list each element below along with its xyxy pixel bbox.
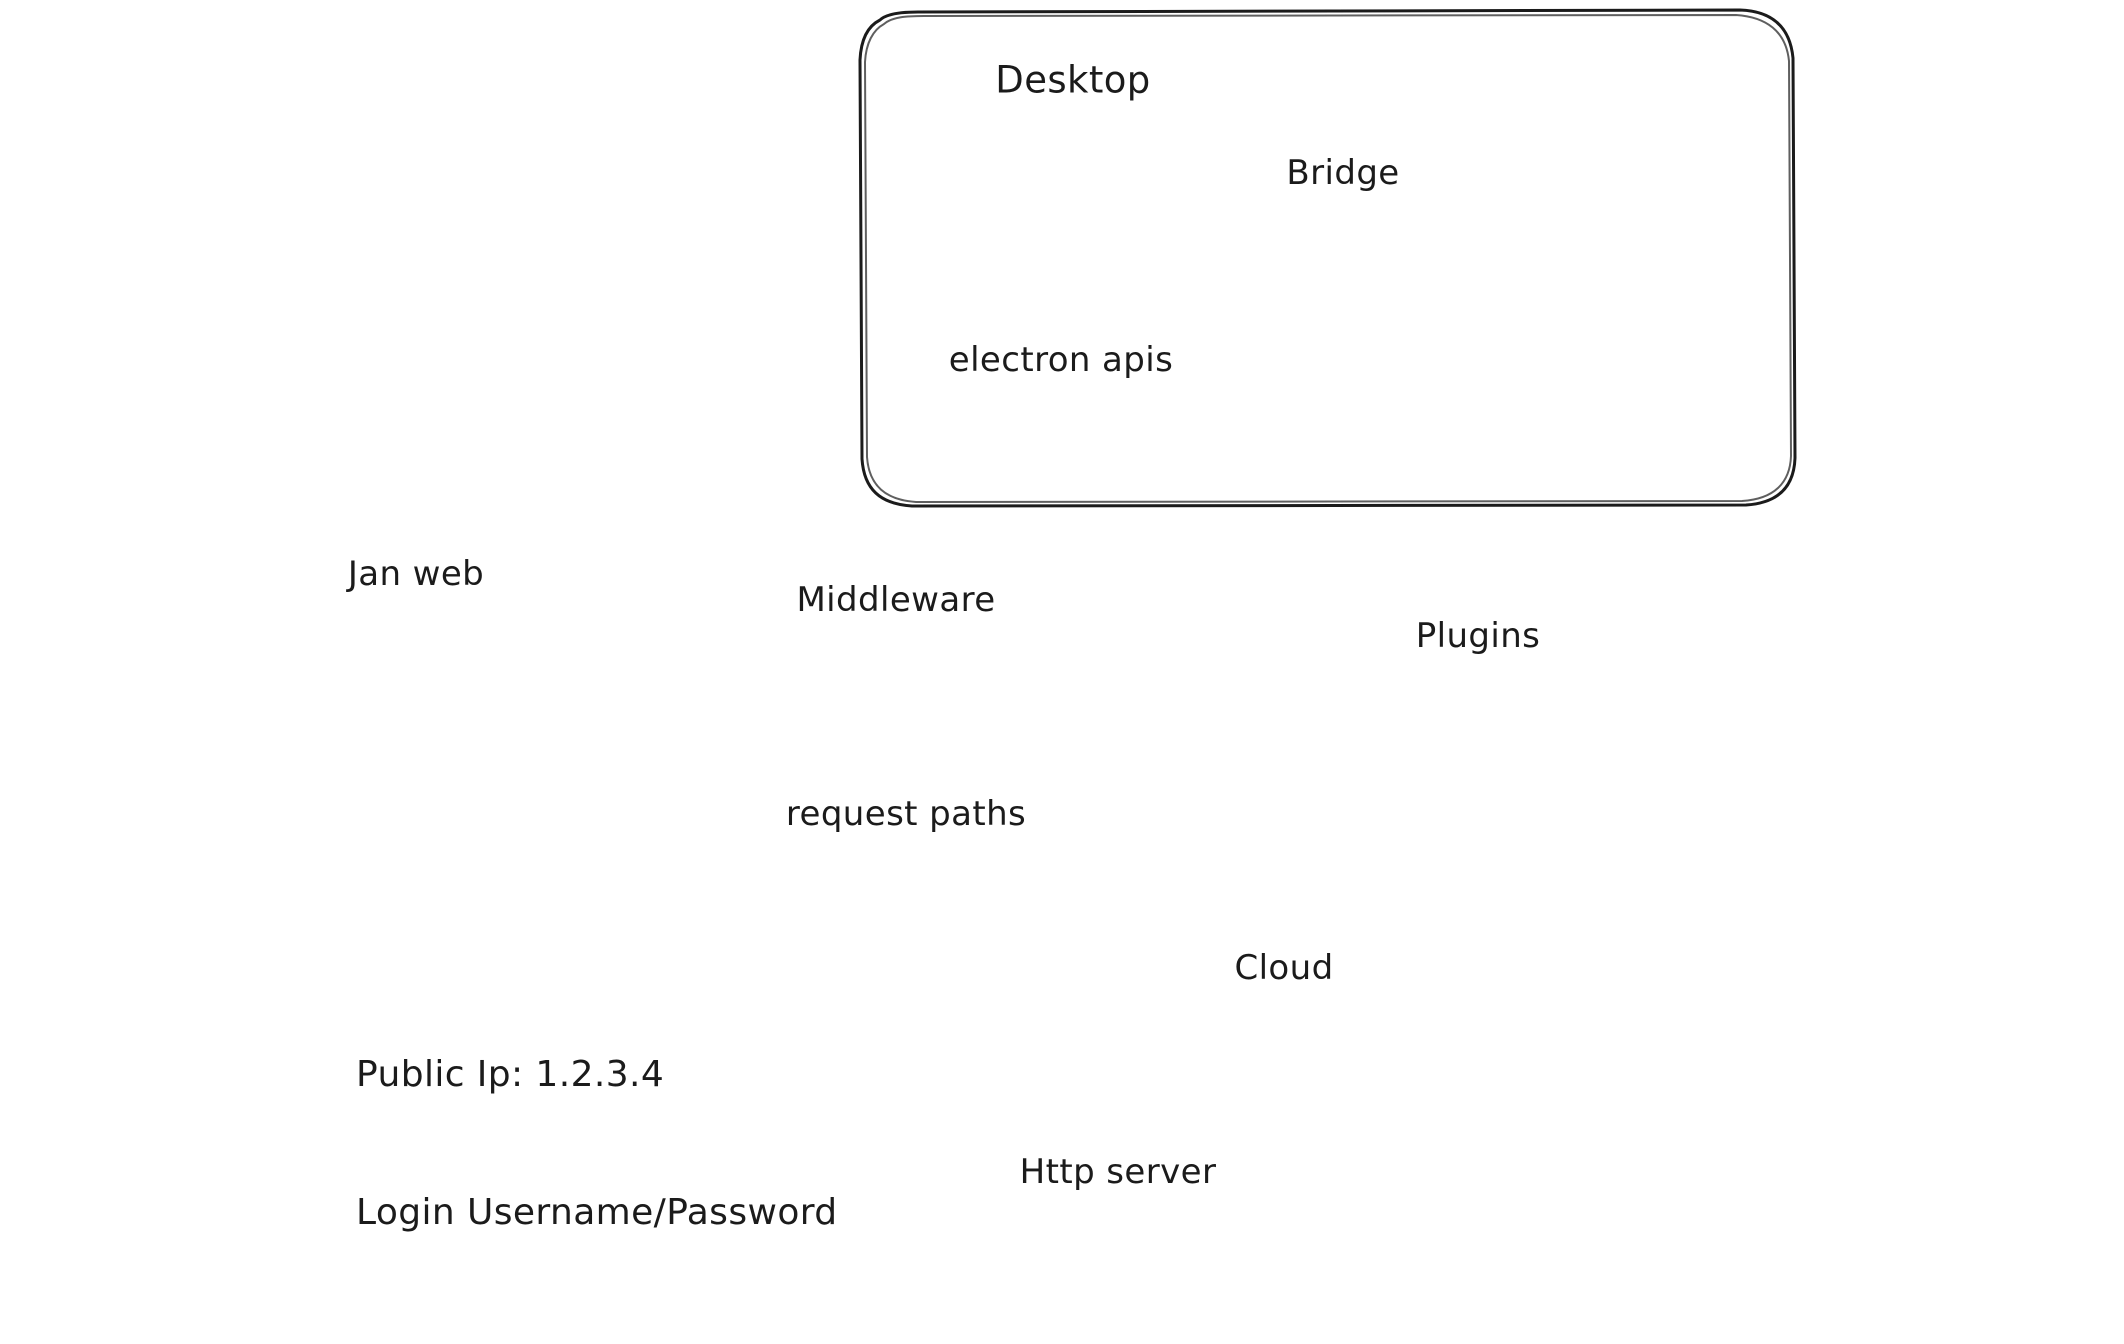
- node-label-bridge: Bridge: [1286, 153, 1400, 193]
- note-connection-info: Public Ip: 1.2.3.4 Login Username/Passwo…: [356, 960, 838, 1329]
- note-login-credentials: Login Username/Password: [356, 1192, 838, 1234]
- node-label-http-server: Http server: [1019, 1152, 1217, 1192]
- edge-label-request-paths: request paths: [785, 794, 1027, 834]
- group-label-desktop: Desktop: [995, 58, 1151, 102]
- node-label-jan-web: Jan web: [347, 554, 485, 594]
- note-public-ip: Public Ip: 1.2.3.4: [356, 1054, 665, 1096]
- node-label-plugins: Plugins: [1415, 616, 1541, 656]
- edge-label-cloud: Cloud: [1234, 948, 1334, 988]
- edge-label-electron-apis: electron apis: [948, 340, 1174, 380]
- group-desktop-outline: [858, 8, 1797, 508]
- node-label-middleware: Middleware: [796, 580, 996, 620]
